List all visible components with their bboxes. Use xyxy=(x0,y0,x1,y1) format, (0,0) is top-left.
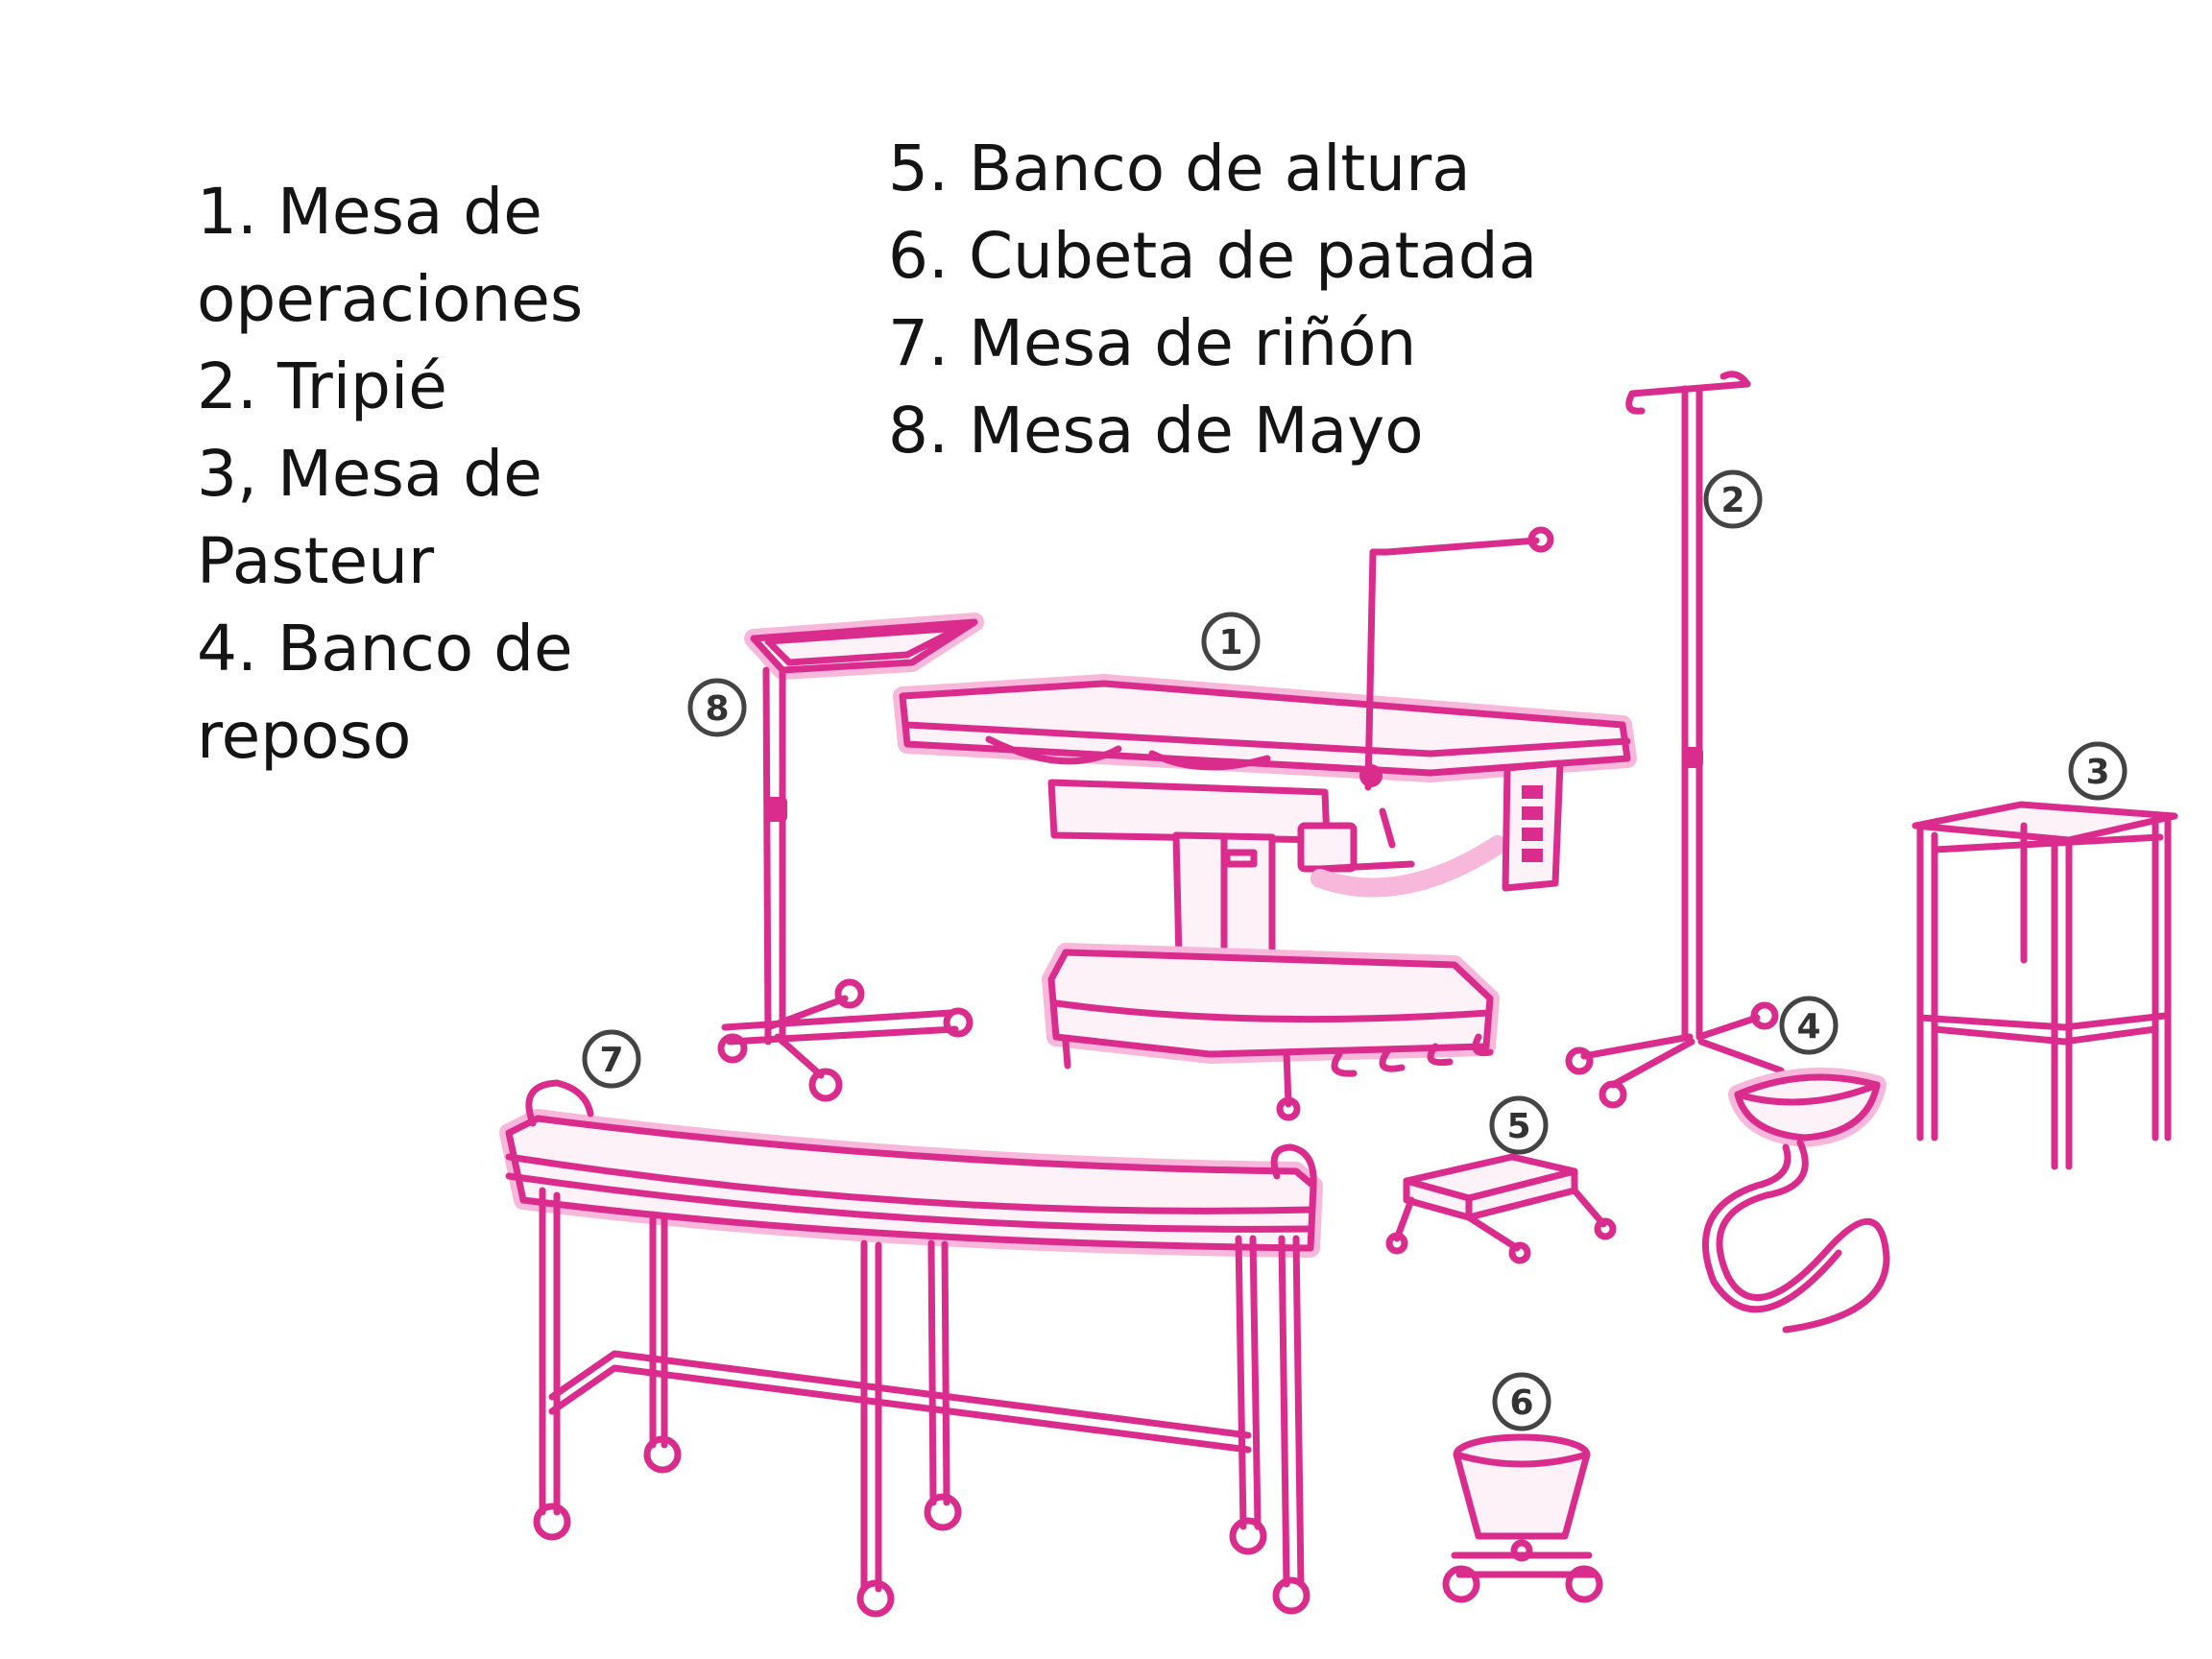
badge-8: 8 xyxy=(690,681,744,734)
operating-table-drawing xyxy=(902,530,1627,1118)
pasteur-table-drawing xyxy=(1915,805,2175,1166)
kidney-table-drawing xyxy=(509,1083,1313,1614)
badge-1: 1 xyxy=(1204,614,1258,668)
badge-7: 7 xyxy=(585,1032,638,1086)
svg-text:3: 3 xyxy=(2085,753,2109,792)
badge-4: 4 xyxy=(1782,998,1836,1052)
svg-text:8: 8 xyxy=(705,689,729,729)
badge-6: 6 xyxy=(1495,1375,1549,1429)
svg-text:4: 4 xyxy=(1796,1007,1820,1046)
step-stool-drawing xyxy=(1389,1157,1613,1261)
badge-2: 2 xyxy=(1706,472,1760,526)
svg-text:1: 1 xyxy=(1218,623,1242,662)
svg-text:5: 5 xyxy=(1506,1107,1530,1146)
badge-3: 3 xyxy=(2071,744,2125,798)
svg-text:7: 7 xyxy=(599,1041,623,1080)
svg-text:2: 2 xyxy=(1720,481,1744,520)
svg-text:6: 6 xyxy=(1509,1383,1533,1423)
badge-5: 5 xyxy=(1492,1098,1546,1152)
rest-bench-drawing xyxy=(1705,1077,1887,1330)
kick-bucket-drawing xyxy=(1446,1437,1599,1599)
